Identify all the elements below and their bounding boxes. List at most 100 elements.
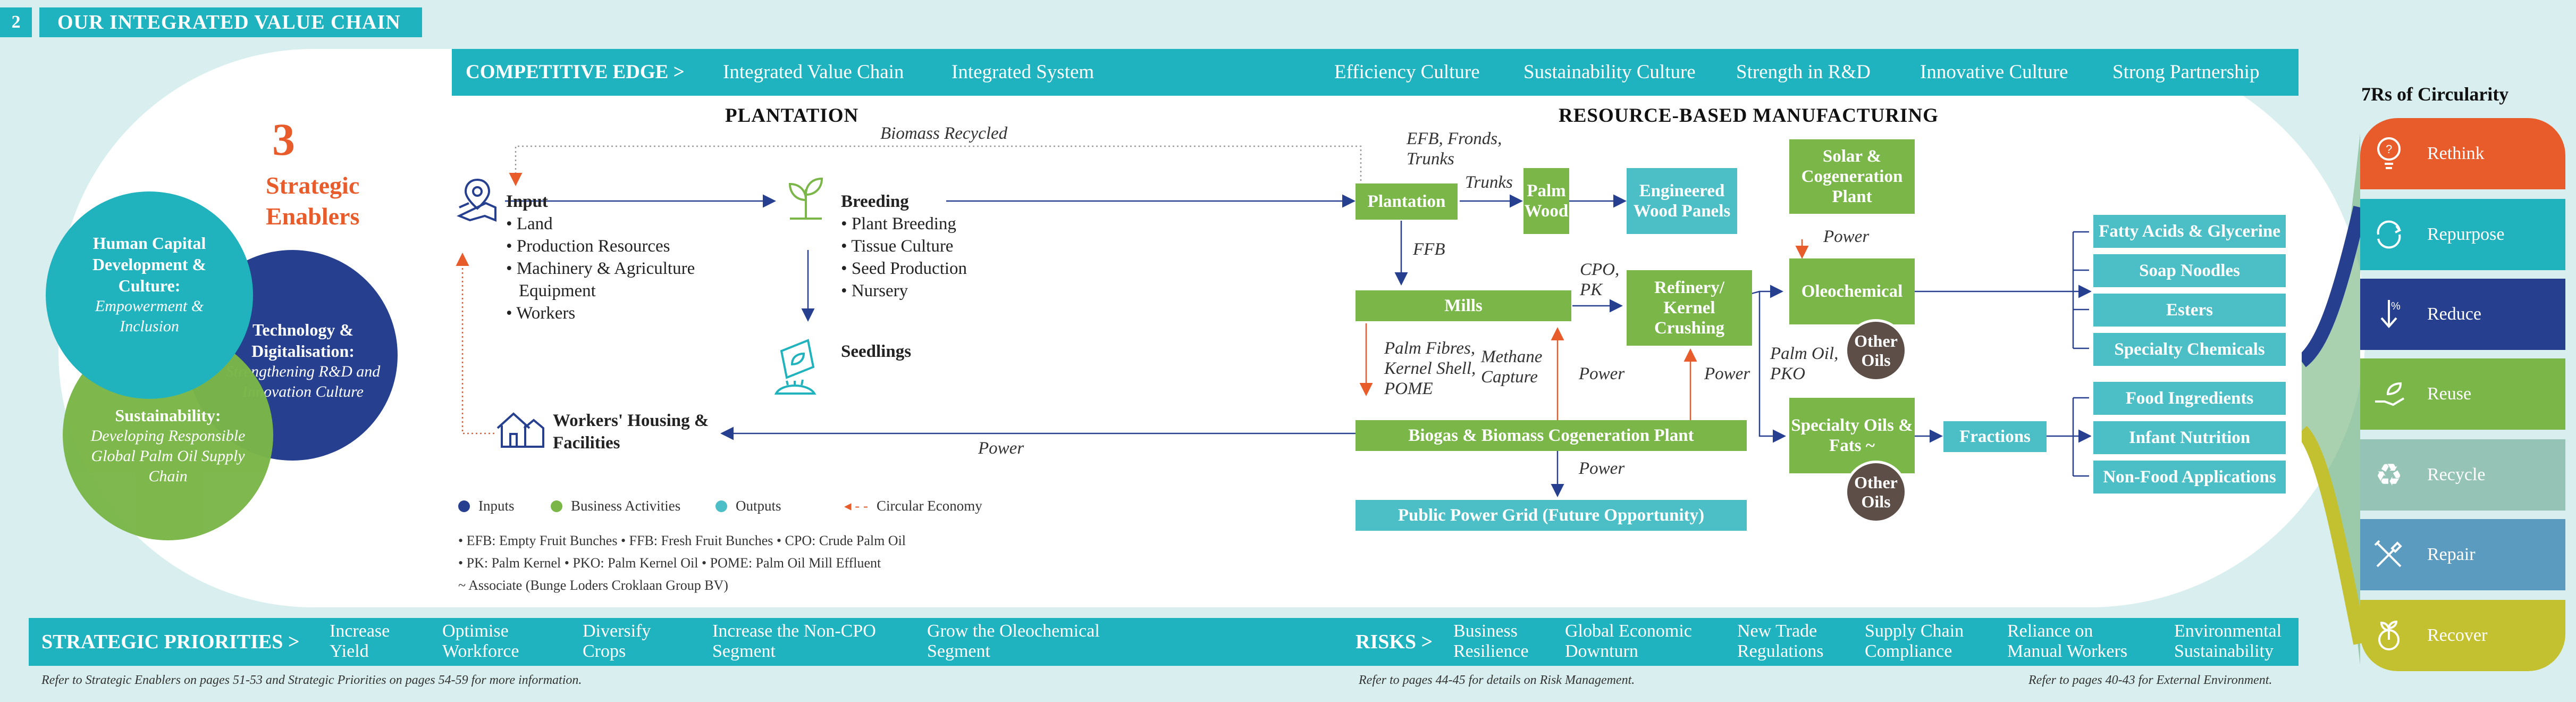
human-capital-circle: Human Capital Development & Culture: Emp… <box>46 191 253 399</box>
solar-box: Solar & Cogeneration Plant <box>1789 139 1915 214</box>
priority-diversify-crops: Diversify Crops <box>583 621 651 661</box>
r-reuse: Reuse <box>2360 358 2565 430</box>
output-food-ingredients: Food Ingredients <box>2091 380 2288 417</box>
fractions-box: Fractions <box>1943 421 2047 452</box>
legend-note-3: ~ Associate (Bunge Loders Croklaan Group… <box>458 578 728 593</box>
cycle-icon <box>2370 215 2408 254</box>
r-recover: Recover <box>2360 600 2565 671</box>
r-reduce: % Reduce <box>2360 279 2565 350</box>
competitive-edge-bar: COMPETITIVE EDGE > Integrated Value Chai… <box>452 49 2299 96</box>
input-item: Production Resources <box>506 235 729 257</box>
edge-integrated-system: Integrated System <box>952 61 1095 83</box>
r-label: Reuse <box>2427 384 2472 404</box>
percent-down-icon: % <box>2370 295 2408 333</box>
circularity-fan <box>2302 133 2365 665</box>
risk-environmental: Environmental Sustainability <box>2174 621 2282 661</box>
wood-panels-box: Engineered Wood Panels <box>1627 168 1737 234</box>
breeding-item: Seed Production <box>841 257 967 280</box>
page-title-text: OUR INTEGRATED VALUE CHAIN <box>57 11 401 34</box>
risk-supply-chain: Supply Chain Compliance <box>1865 621 1964 661</box>
biogas-power-label-right: Power <box>1704 364 1750 383</box>
competitive-edge-label: COMPETITIVE EDGE > <box>466 61 685 83</box>
recycle-icon: ♻ <box>2375 458 2403 492</box>
r-rethink: ? Rethink <box>2360 118 2565 189</box>
efb-label: EFB, Fronds, Trunks <box>1407 129 1502 169</box>
sprout-icon <box>2370 616 2408 655</box>
r-label: Repurpose <box>2427 224 2505 244</box>
technology-title: Technology & Digitalisation: <box>251 320 355 361</box>
trunks-label: Trunks <box>1465 173 1513 192</box>
outputs-dot <box>715 500 727 512</box>
grid-box: Public Power Grid (Future Opportunity) <box>1356 500 1747 531</box>
main-panel <box>58 49 2365 607</box>
circularity-title: 7Rs of Circularity <box>2361 83 2509 105</box>
oleochemical-box: Oleochemical <box>1789 258 1915 324</box>
biogas-box: Biogas & Biomass Cogeneration Plant <box>1356 420 1747 451</box>
output-soap-noodles: Soap Noodles <box>2091 252 2288 289</box>
output-specialty-chemicals: Specialty Chemicals <box>2091 331 2288 368</box>
specialty-box: Specialty Oils & Fats ~ <box>1789 398 1915 473</box>
human-capital-title: Human Capital Development & Culture: <box>92 233 207 295</box>
human-capital-subtitle: Empowerment & Inclusion <box>95 297 204 335</box>
footnote-right: Refer to pages 40-43 for External Enviro… <box>2028 673 2272 687</box>
breeding-item: Plant Breeding <box>841 213 967 235</box>
enablers-number: 3 <box>272 114 295 165</box>
plantation-box: Plantation <box>1356 183 1458 220</box>
inputs-dot <box>458 500 470 512</box>
refinery-box: Refinery/ Kernel Crushing <box>1627 270 1752 346</box>
legend-outputs: Outputs <box>715 498 781 514</box>
page-number: 2 <box>11 12 21 32</box>
seedlings-icon <box>765 330 824 402</box>
solar-power-label: Power <box>1823 227 1870 246</box>
r-recycle: ♻ Recycle <box>2360 439 2565 511</box>
lightbulb-icon: ? <box>2370 135 2408 173</box>
output-infant-nutrition: Infant Nutrition <box>2091 419 2288 456</box>
cpo-pk-label: CPO, PK <box>1580 260 1620 299</box>
output-non-food: Non-Food Applications <box>2091 458 2288 496</box>
priorities-bar <box>29 618 2299 666</box>
legend-notes: • EFB: Empty Fruit Bunches • FFB: Fresh … <box>458 530 906 597</box>
other-oils-badge-lower: Other Oils <box>1845 461 1907 523</box>
svg-text:%: % <box>2391 300 2401 312</box>
palm-wood-box: Palm Wood <box>1523 168 1569 234</box>
palm-oil-pko-label: Palm Oil, PKO <box>1770 344 1839 383</box>
breeding-item: Nursery <box>841 280 967 302</box>
input-item: Machinery & Agriculture Equipment <box>506 257 729 302</box>
plant-icon <box>785 168 827 224</box>
house-icon <box>492 404 545 455</box>
edge-strength-rd: Strength in R&D <box>1736 61 1871 83</box>
risk-manual-workers: Reliance on Manual Workers <box>2007 621 2128 661</box>
risk-trade-regulations: New Trade Regulations <box>1737 621 1824 661</box>
mills-box: Mills <box>1356 290 1571 321</box>
priority-increase-yield: Increase Yield <box>330 621 390 661</box>
input-item: Workers <box>506 302 729 324</box>
input-map-icon <box>456 176 499 226</box>
page-number-badge: 2 <box>0 7 32 37</box>
enablers-title: Strategic Enablers <box>266 170 372 232</box>
sustainability-subtitle: Developing Responsible Global Palm Oil S… <box>90 427 246 485</box>
priority-optimise-workforce: Optimise Workforce <box>442 621 519 661</box>
housing-power-label: Power <box>978 439 1024 458</box>
manufacturing-section-title: RESOURCE-BASED MANUFACTURING <box>1559 105 1939 127</box>
risk-global-economic: Global Economic Downturn <box>1565 621 1692 661</box>
r-label: Recover <box>2427 625 2488 645</box>
page-title: OUR INTEGRATED VALUE CHAIN <box>39 7 422 37</box>
priorities-label: STRATEGIC PRIORITIES > <box>41 631 300 653</box>
enablers-title-line1: Strategic <box>266 172 360 199</box>
circular-arrow-icon: ◂ - - <box>844 498 869 514</box>
business-dot <box>551 500 562 512</box>
plantation-section-title: PLANTATION <box>725 105 859 127</box>
output-fatty-acids: Fatty Acids & Glycerine <box>2091 213 2288 250</box>
hand-leaf-icon <box>2370 375 2408 413</box>
r-repair: Repair <box>2360 519 2565 590</box>
edge-strong-partnership: Strong Partnership <box>2112 61 2260 83</box>
tools-icon <box>2370 536 2408 574</box>
legend-business: Business Activities <box>551 498 680 514</box>
r-label: Reduce <box>2427 304 2481 324</box>
input-item: Land <box>506 213 729 235</box>
input-block: Input Land Production Resources Machiner… <box>506 190 729 324</box>
grid-power-label: Power <box>1579 459 1625 478</box>
priority-non-cpo: Increase the Non-CPO Segment <box>712 621 876 661</box>
edge-sustainability-culture: Sustainability Culture <box>1523 61 1696 83</box>
